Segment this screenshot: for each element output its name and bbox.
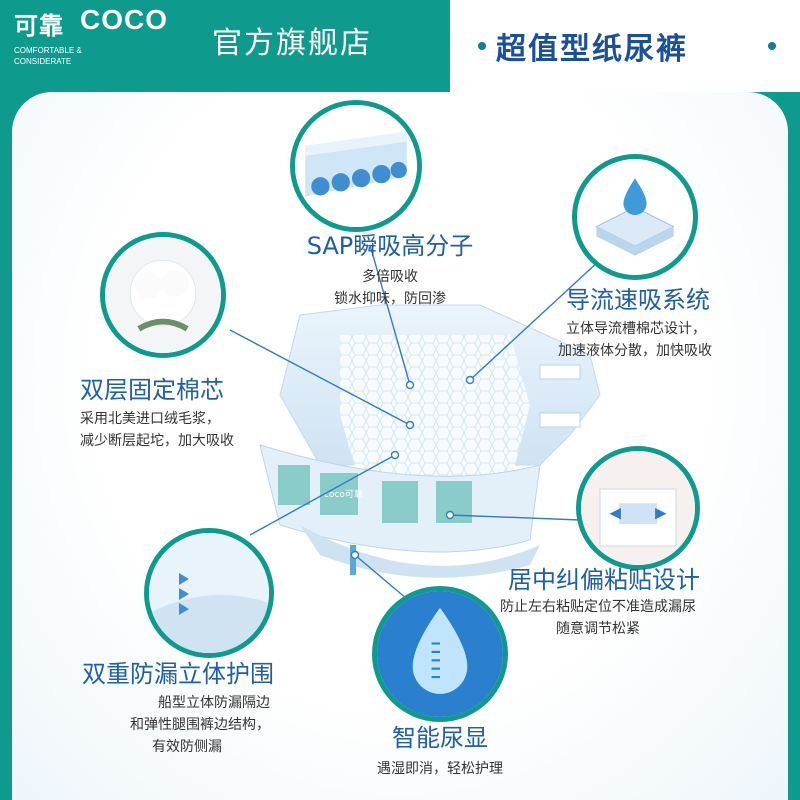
water-drop-layer-icon (595, 178, 675, 256)
diversion-system-image (572, 154, 698, 280)
store-name: 官方旗舰店 (212, 26, 372, 61)
logo-english: COCO (80, 4, 168, 35)
sap-layer-image (290, 100, 422, 232)
feature-title-wetness-indicator: 智能尿显 (392, 724, 488, 752)
bullet-dot-icon (768, 42, 776, 50)
product-title: 超值型纸尿裤 (496, 32, 688, 67)
wetness-indicator-image (372, 586, 508, 722)
feature-desc-leak-guard: 有效防侧漏 (152, 739, 222, 755)
feature-desc-cotton-core: 减少断层起坨，加大吸收 (80, 433, 234, 449)
centered-tape-image (576, 446, 700, 570)
feature-desc-centered-tape: 随意调节松紧 (556, 621, 640, 637)
feature-desc-diversion: 加速液体分散，加快吸收 (558, 343, 712, 359)
cotton-core-image (100, 232, 226, 358)
feature-title-leak-guard: 双重防漏立体护围 (82, 660, 274, 688)
feature-desc-leak-guard: 船型立体防漏隔边 (158, 695, 270, 711)
print-brand: coco可靠 (324, 488, 363, 500)
feature-desc-sap: 锁水抑味，防回渗 (334, 291, 446, 307)
product-title-banner: 超值型纸尿裤 (450, 0, 800, 92)
logo-tagline: CONSIDERATE (14, 57, 72, 66)
feature-desc-diversion: 立体导流槽棉芯设计， (566, 321, 706, 337)
water-drop-icon (377, 591, 503, 717)
feature-title-diversion: 导流速吸系统 (566, 286, 710, 314)
feature-desc-cotton-core: 采用北美进口绒毛浆， (80, 411, 220, 427)
feature-title-cotton-core: 双层固定棉芯 (80, 376, 224, 404)
feature-desc-sap: 多倍吸收 (362, 269, 418, 285)
leak-guard-icon (149, 533, 269, 653)
logo-tagline: COMFORTABLE & (14, 46, 82, 55)
logo-chinese: 可靠 (14, 12, 64, 40)
feature-desc-leak-guard: 和弹性腿围裤边结构， (130, 717, 270, 733)
absorbent-layer-icon (295, 105, 417, 227)
bullet-dot-icon (478, 42, 486, 50)
cotton-icon (105, 237, 221, 353)
feature-title-sap: SAP瞬吸高分子 (306, 232, 474, 260)
header: 可靠 COCO COMFORTABLE & CONSIDERATE 官方旗舰店 … (0, 0, 800, 92)
feature-desc-centered-tape: 防止左右粘贴定位不准造成漏尿 (500, 599, 696, 615)
tape-adjust-icon (581, 451, 695, 565)
leak-guard-image (144, 528, 274, 658)
feature-desc-wetness-indicator: 遇湿即消，轻松护理 (377, 761, 503, 777)
diaper-illustration: coco可靠 (259, 304, 601, 578)
feature-title-centered-tape: 居中纠偏粘贴设计 (508, 566, 700, 594)
